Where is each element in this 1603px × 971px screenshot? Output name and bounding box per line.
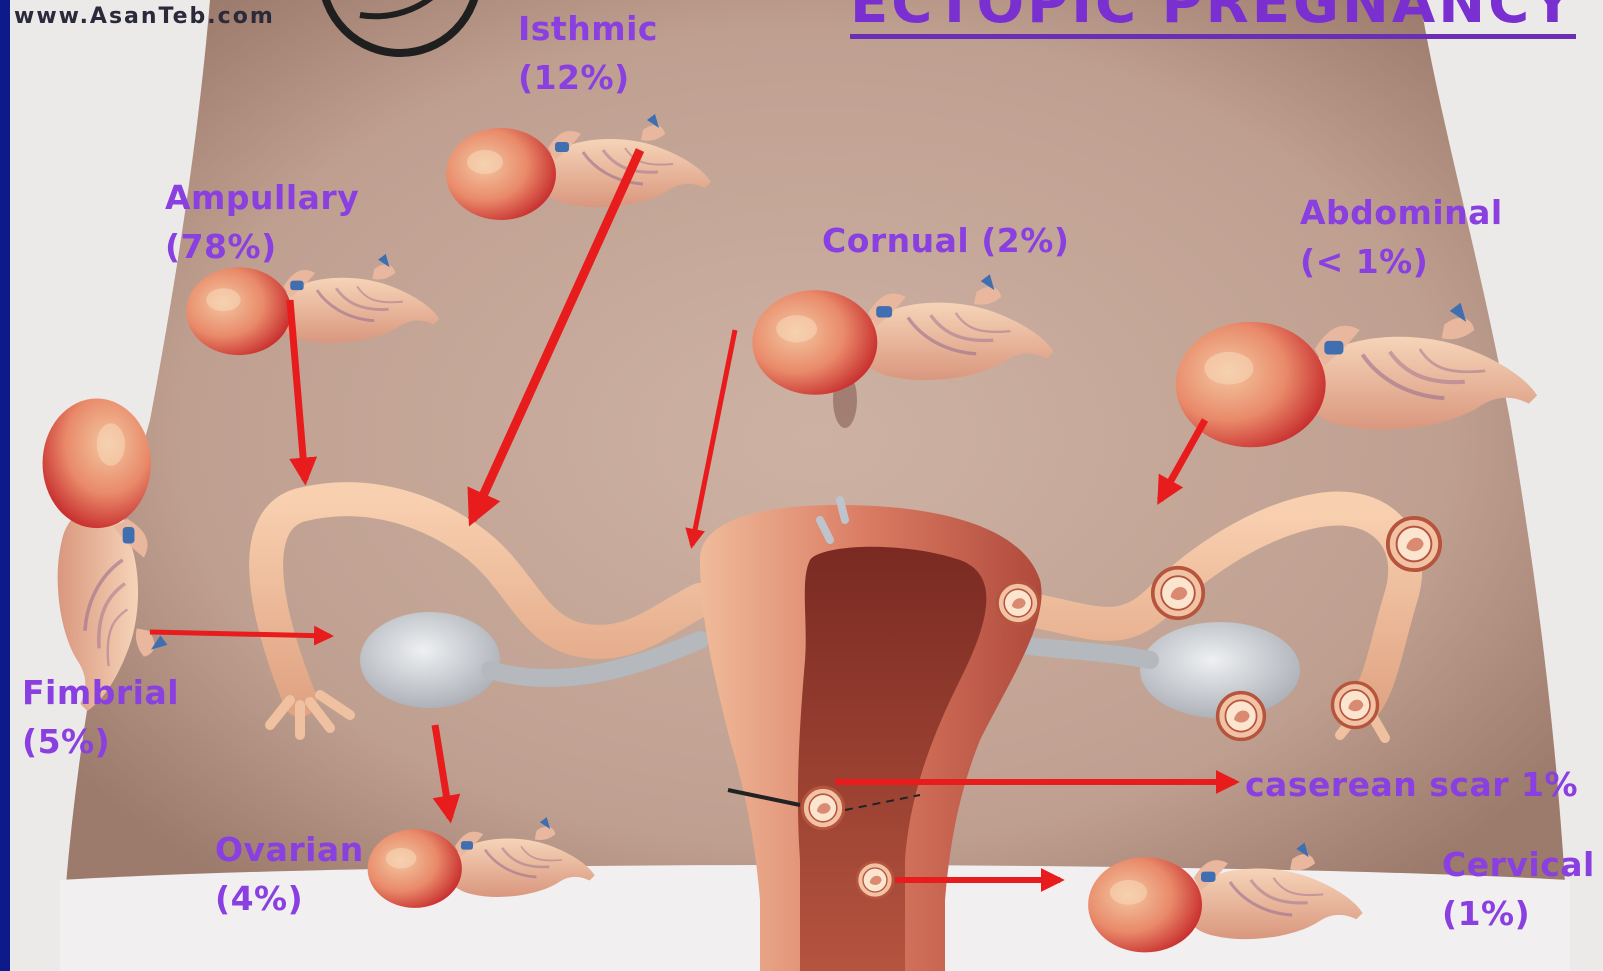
label-abdominal-pct: (< 1%) [1300,237,1503,286]
label-cornual: Cornual (2%) [822,216,1069,265]
label-abdominal-name: Abdominal [1300,188,1503,237]
page-title: ECTOPIC PREGNANCY [850,0,1576,39]
label-isthmic-pct: (12%) [518,53,658,102]
label-ovarian-pct: (4%) [215,874,364,923]
label-ampullary: Ampullary (78%) [165,173,359,271]
label-fimbrial-pct: (5%) [22,717,179,766]
label-cervical-name: Cervical [1442,840,1595,889]
label-ovarian: Ovarian (4%) [215,825,364,923]
label-cervical: Cervical (1%) [1442,840,1595,938]
label-ampullary-pct: (78%) [165,222,359,271]
label-cervical-pct: (1%) [1442,889,1595,938]
label-abdominal: Abdominal (< 1%) [1300,188,1503,286]
label-isthmic: Isthmic (12%) [518,4,658,102]
watermark-text: www.AsanTeb.com [14,4,275,29]
label-fimbrial-name: Fimbrial [22,668,179,717]
label-ovarian-name: Ovarian [215,825,364,874]
label-ampullary-name: Ampullary [165,173,359,222]
label-fimbrial: Fimbrial (5%) [22,668,179,766]
label-caesarean-scar: caserean scar 1% [1245,760,1578,809]
label-isthmic-name: Isthmic [518,4,658,53]
label-cornual-name: Cornual (2%) [822,216,1069,265]
label-caesarean-scar-name: caserean scar 1% [1245,760,1578,809]
